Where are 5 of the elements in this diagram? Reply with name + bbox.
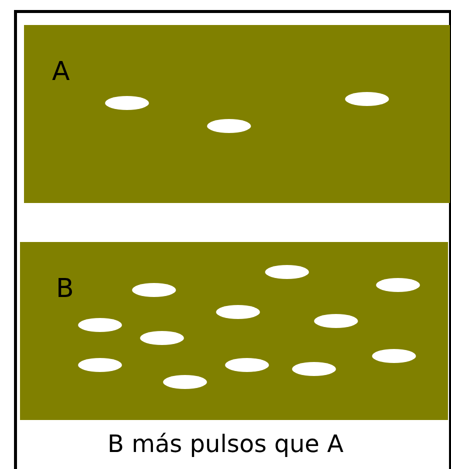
caption: B más pulsos que A — [107, 430, 344, 458]
pulse-panel — [24, 25, 450, 203]
panel-label: B — [56, 274, 74, 304]
panel-label: A — [52, 57, 70, 87]
pulse-panel — [20, 242, 448, 420]
